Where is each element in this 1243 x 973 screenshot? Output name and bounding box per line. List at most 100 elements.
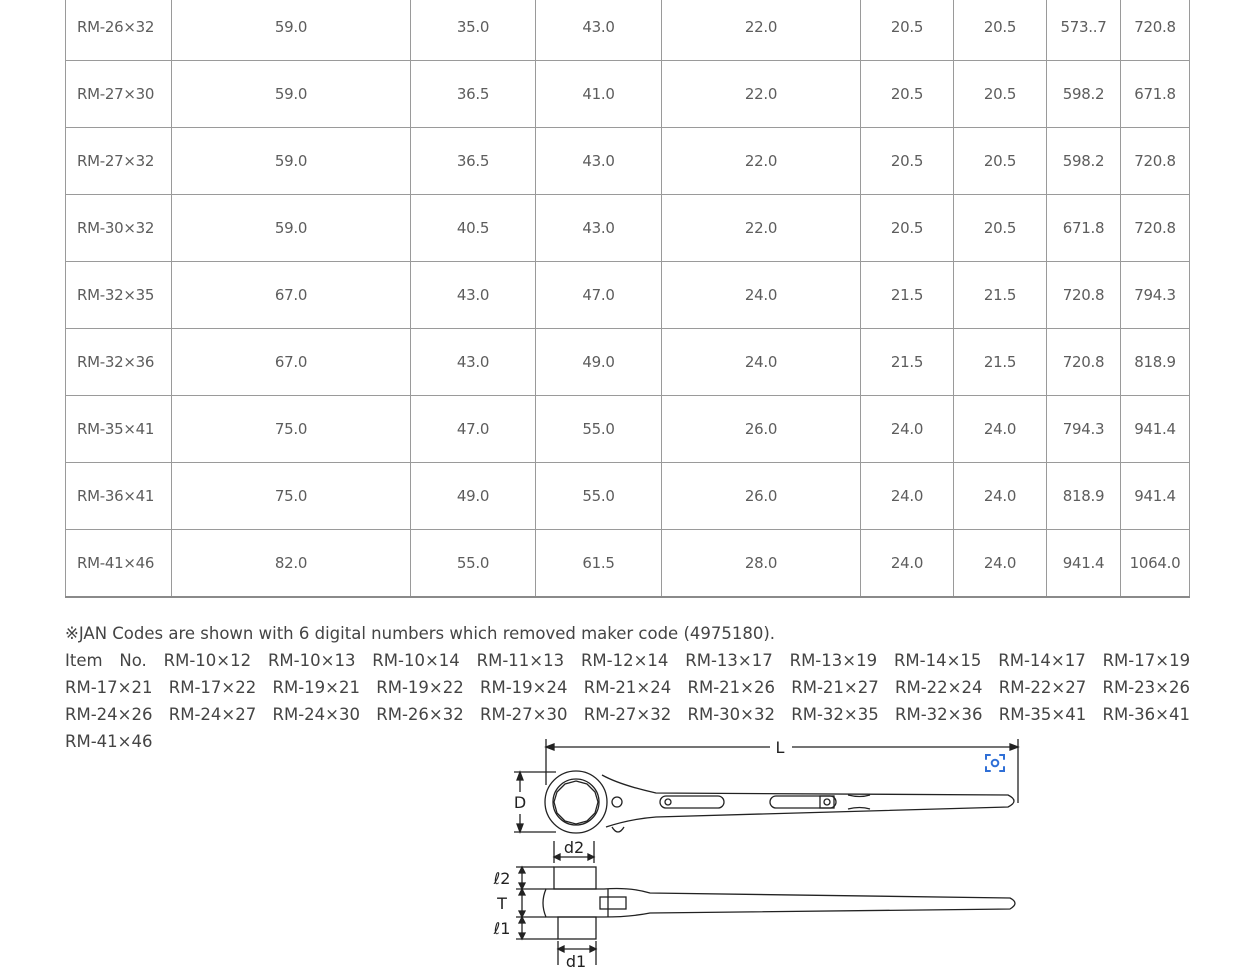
- model-cell: RM-30×32: [65, 194, 172, 262]
- value-cell: 67.0: [171, 261, 411, 329]
- model-cell: RM-27×30: [65, 60, 172, 128]
- item-number: RM-27×32: [583, 705, 672, 724]
- zoom-scan-icon[interactable]: [980, 748, 1010, 778]
- value-cell: 720.8: [1120, 0, 1190, 61]
- item-number: RM-10×14: [372, 651, 460, 670]
- value-cell: 49.0: [535, 328, 662, 396]
- value-cell: 36.5: [410, 60, 536, 128]
- value-cell: 720.8: [1046, 261, 1121, 329]
- value-cell: 59.0: [171, 127, 411, 195]
- value-cell: 20.5: [860, 0, 954, 61]
- value-cell: 671.8: [1120, 60, 1190, 128]
- value-cell: 573..7: [1046, 0, 1121, 61]
- value-cell: 24.0: [860, 529, 954, 598]
- value-cell: 24.0: [860, 462, 954, 530]
- value-cell: 40.5: [410, 194, 536, 262]
- item-number: RM-26×32: [376, 705, 464, 724]
- value-cell: 598.2: [1046, 127, 1121, 195]
- value-cell: 20.5: [953, 0, 1047, 61]
- value-cell: 21.5: [860, 328, 954, 396]
- item-number: RM-19×24: [480, 678, 568, 697]
- value-cell: 47.0: [410, 395, 536, 463]
- item-number: RM-36×41: [1102, 705, 1190, 724]
- item-number: RM-19×21: [272, 678, 360, 697]
- item-number: RM-17×19: [1102, 651, 1191, 670]
- item-number: RM-32×35: [791, 705, 879, 724]
- value-cell: 35.0: [410, 0, 536, 61]
- value-cell: 818.9: [1120, 328, 1190, 396]
- value-cell: 26.0: [661, 462, 861, 530]
- value-cell: 26.0: [661, 395, 861, 463]
- value-cell: 21.5: [953, 328, 1047, 396]
- value-cell: 59.0: [171, 194, 411, 262]
- item-number: RM-22×27: [998, 678, 1087, 697]
- value-cell: 20.5: [860, 127, 954, 195]
- item-number: RM-30×32: [687, 705, 775, 724]
- value-cell: 720.8: [1046, 328, 1121, 396]
- value-cell: 49.0: [410, 462, 536, 530]
- value-cell: 720.8: [1120, 127, 1190, 195]
- value-cell: 21.5: [860, 261, 954, 329]
- value-cell: 75.0: [171, 395, 411, 463]
- label-d2: d2: [564, 838, 584, 857]
- item-number: RM-13×17: [685, 651, 773, 670]
- item-number: RM-11×13: [476, 651, 565, 670]
- item-number: RM-24×27: [168, 705, 257, 724]
- value-cell: 43.0: [535, 0, 662, 61]
- item-number: RM-32×36: [895, 705, 983, 724]
- item-number: RM-14×15: [893, 651, 982, 670]
- value-cell: 22.0: [661, 60, 861, 128]
- value-cell: 43.0: [410, 261, 536, 329]
- value-cell: 24.0: [661, 328, 861, 396]
- item-number: RM-13×19: [789, 651, 878, 670]
- value-cell: 55.0: [410, 529, 536, 598]
- item-number: RM-21×27: [791, 678, 879, 697]
- model-cell: RM-36×41: [65, 462, 172, 530]
- value-cell: 55.0: [535, 462, 662, 530]
- value-cell: 24.0: [953, 462, 1047, 530]
- value-cell: 941.4: [1046, 529, 1121, 598]
- value-cell: 671.8: [1046, 194, 1121, 262]
- value-cell: 20.5: [953, 60, 1047, 128]
- item-number: RM-24×26: [65, 705, 153, 724]
- value-cell: 43.0: [535, 127, 662, 195]
- value-cell: 22.0: [661, 0, 861, 61]
- value-cell: 82.0: [171, 529, 411, 598]
- item-number: RM-27×30: [480, 705, 568, 724]
- value-cell: 43.0: [535, 194, 662, 262]
- value-cell: 22.0: [661, 127, 861, 195]
- value-cell: 75.0: [171, 462, 411, 530]
- item-number: RM-12×14: [580, 651, 669, 670]
- value-cell: 20.5: [860, 60, 954, 128]
- model-cell: RM-35×41: [65, 395, 172, 463]
- value-cell: 794.3: [1120, 261, 1190, 329]
- item-number: RM-35×41: [998, 705, 1087, 724]
- item-number: RM-21×24: [583, 678, 672, 697]
- value-cell: 24.0: [661, 261, 861, 329]
- value-cell: 24.0: [953, 395, 1047, 463]
- item-number: RM-17×22: [168, 678, 257, 697]
- model-cell: RM-32×36: [65, 328, 172, 396]
- value-cell: 36.5: [410, 127, 536, 195]
- model-cell: RM-32×35: [65, 261, 172, 329]
- item-number: RM-14×17: [998, 651, 1086, 670]
- item-number: RM-10×12: [163, 651, 252, 670]
- jan-code-note: ※JAN Codes are shown with 6 digital numb…: [65, 624, 776, 643]
- item-number: RM-17×21: [65, 678, 153, 697]
- value-cell: 720.8: [1120, 194, 1190, 262]
- label-l1: ℓ1: [493, 919, 511, 938]
- value-cell: 20.5: [953, 194, 1047, 262]
- label-D: D: [514, 793, 526, 812]
- label-l2: ℓ2: [493, 869, 511, 888]
- label-d1: d1: [566, 952, 586, 971]
